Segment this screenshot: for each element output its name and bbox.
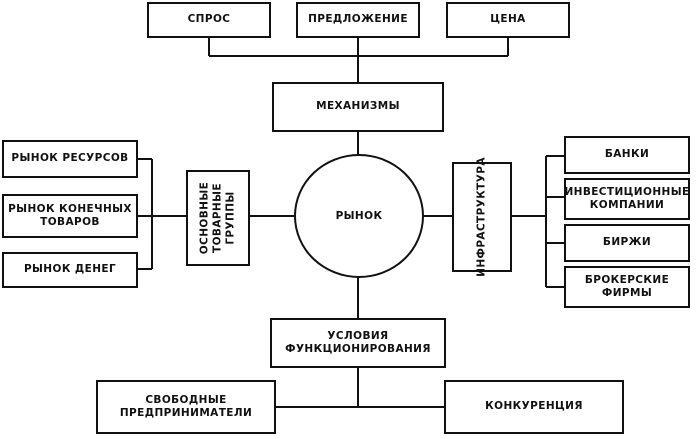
banks-box: БАНКИ [564, 136, 690, 174]
free-entrepreneurs-label: СВОБОДНЫЕ ПРЕДПРИНИМАТЕЛИ [119, 393, 253, 419]
banks-label: БАНКИ [604, 148, 650, 161]
price-label: ЦЕНА [490, 13, 526, 26]
resource-market-box: РЫНОК РЕСУРСОВ [2, 140, 138, 178]
market-label: РЫНОК [335, 210, 383, 222]
commodity-groups-box: ОСНОВНЫЕ ТОВАРНЫЕ ГРУППЫ [186, 170, 250, 266]
exchanges-box: БИРЖИ [564, 224, 690, 262]
money-market-label: РЫНОК ДЕНЕГ [23, 263, 117, 276]
price-box: ЦЕНА [446, 2, 570, 38]
exchanges-label: БИРЖИ [602, 236, 652, 249]
resource-market-label: РЫНОК РЕСУРСОВ [11, 152, 129, 165]
mechanisms-box: МЕХАНИЗМЫ [272, 82, 444, 132]
investment-companies-label: ИНВЕСТИЦИОННЫЕ КОМПАНИИ [564, 185, 690, 211]
commodity-groups-label: ОСНОВНЫЕ ТОВАРНЫЕ ГРУППЫ [198, 181, 237, 255]
infrastructure-box: ИНФРАСТРУКТУРА [452, 157, 512, 277]
demand-label: СПРОС [187, 13, 231, 26]
operating-conditions-label: УСЛОВИЯ ФУНКЦИОНИРОВАНИЯ [285, 329, 431, 355]
infrastructure-label: ИНФРАСТРУКТУРА [475, 157, 488, 277]
mechanisms-label: МЕХАНИЗМЫ [316, 100, 400, 113]
supply-label: ПРЕДЛОЖЕНИЕ [308, 13, 408, 26]
demand-box: СПРОС [147, 2, 271, 38]
money-market-box: РЫНОК ДЕНЕГ [2, 252, 138, 288]
operating-conditions-box: УСЛОВИЯ ФУНКЦИОНИРОВАНИЯ [270, 318, 446, 368]
investment-companies-box: ИНВЕСТИЦИОННЫЕ КОМПАНИИ [564, 178, 690, 220]
brokerage-firms-label: БРОКЕРСКИЕ ФИРМЫ [584, 273, 670, 299]
supply-box: ПРЕДЛОЖЕНИЕ [296, 2, 420, 38]
free-entrepreneurs-box: СВОБОДНЫЕ ПРЕДПРИНИМАТЕЛИ [96, 380, 276, 434]
competition-box: КОНКУРЕНЦИЯ [444, 380, 624, 434]
final-goods-market-label: РЫНОК КОНЕЧНЫХ ТОВАРОВ [8, 202, 132, 228]
brokerage-firms-box: БРОКЕРСКИЕ ФИРМЫ [564, 266, 690, 308]
competition-label: КОНКУРЕНЦИЯ [485, 400, 583, 413]
market-circle: РЫНОК [294, 154, 424, 278]
final-goods-market-box: РЫНОК КОНЕЧНЫХ ТОВАРОВ [2, 194, 138, 238]
